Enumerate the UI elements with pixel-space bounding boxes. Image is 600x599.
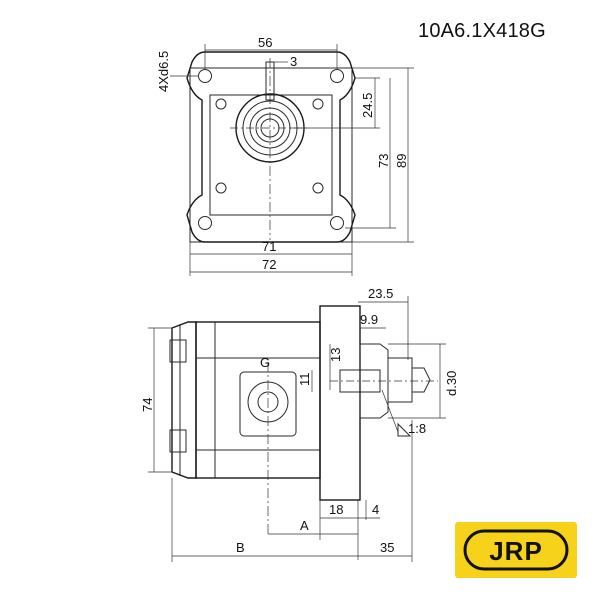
mount-hole-bl — [198, 216, 212, 230]
dim-11-label: 11 — [297, 373, 312, 387]
flange-inner-rect — [209, 94, 333, 216]
dim-3-label: 3 — [290, 54, 297, 69]
shaft-hub — [359, 343, 389, 419]
dim-4-label: 4 — [372, 502, 379, 517]
dim-73-label: 73 — [376, 154, 391, 168]
jrp-logo: JRP — [455, 522, 577, 578]
bolt-hole-4 — [312, 182, 324, 194]
bolt-hole-3 — [215, 182, 227, 194]
dim-18-label: 18 — [329, 502, 343, 517]
part-number-title: 10A6.1X418G — [418, 20, 546, 42]
shaft-nut — [387, 357, 413, 403]
dim-72-label: 72 — [262, 257, 276, 272]
dim-24-5-label: 24.5 — [360, 93, 375, 118]
mount-hole-tr — [330, 69, 344, 83]
dim-23-5-label: 23.5 — [368, 286, 393, 301]
dim-9-9-label: 9.9 — [360, 312, 378, 327]
rear-cover — [171, 321, 197, 479]
top-view: 56 3 4Xd6.5 24.5 73 89 71 72 — [156, 35, 414, 276]
dim-89-label: 89 — [394, 154, 409, 168]
bolt-hole-2 — [312, 98, 324, 110]
side-view: G 23.5 9.9 13 11 d.30 1:8 — [140, 286, 459, 562]
dim-holes-label: 4Xd6.5 — [156, 51, 171, 92]
dim-d30-label: d.30 — [444, 371, 459, 396]
rear-bolt-bottom — [169, 429, 187, 453]
jrp-logo-mark: JRP — [463, 529, 569, 571]
dim-35-label: 35 — [380, 540, 394, 555]
dim-a-label: A — [300, 518, 309, 533]
leader-taper — [381, 389, 399, 433]
dim-b-label: B — [236, 540, 245, 555]
shaft-tip — [411, 367, 431, 393]
dim-74-label: 74 — [140, 398, 155, 412]
dim-56-label: 56 — [258, 35, 272, 50]
mount-hole-br — [330, 216, 344, 230]
key-slot — [265, 61, 275, 101]
jrp-logo-text: JRP — [489, 536, 543, 566]
taper-symbol — [397, 422, 412, 437]
mount-hole-tl — [198, 69, 212, 83]
port-g-label: G — [260, 355, 270, 370]
bolt-hole-1 — [215, 98, 227, 110]
dim-taper-label: 1:8 — [408, 421, 426, 436]
dim-13-label: 13 — [328, 348, 343, 362]
side-flange — [319, 305, 361, 501]
flange-plate — [186, 51, 356, 243]
rear-bolt-top — [169, 339, 187, 363]
dim-71-label: 71 — [262, 239, 276, 254]
